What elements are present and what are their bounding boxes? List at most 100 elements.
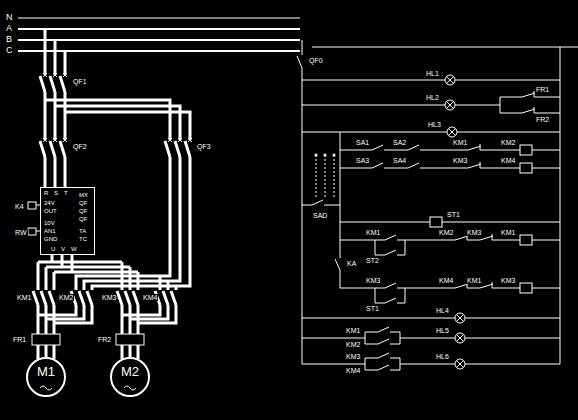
wire [53,138,57,142]
wire [40,76,45,92]
wire [45,267,48,290]
wire [397,240,455,241]
component-label: KM1 [500,229,516,236]
wire [340,168,372,169]
wire [365,370,378,371]
coil-symbol [520,283,532,293]
wire [60,76,65,92]
wire [302,105,445,106]
selector-dot [324,154,327,157]
wire [457,335,464,342]
inverter-box: RST24VOUT10VAN1GNDMXQFQFQFTATCUVW [40,187,95,255]
wire [447,77,454,84]
terminal-label: QF [79,200,87,206]
wire [53,272,56,290]
component-label: N [5,13,14,22]
wire [522,109,535,113]
wire [130,305,168,319]
wire [43,73,47,77]
wire [64,92,67,140]
terminal-label: V [61,246,65,252]
wire [465,338,560,339]
wire [365,358,378,359]
wire [457,315,464,322]
component-label: KA [346,260,357,267]
wire [500,113,522,114]
wire [71,255,74,272]
terminal-label: OUT [44,208,57,214]
wire [372,145,383,150]
component-label: HL3 [427,121,442,128]
wire [302,338,365,339]
wire [171,291,176,305]
component-label: KM3 [452,157,468,164]
selector-position [316,155,317,198]
wire [92,157,190,290]
wire [40,141,45,157]
motor-circle: M2 [110,357,150,397]
wire [53,73,57,77]
wire [532,168,560,169]
wire [44,157,47,187]
wire [408,145,419,150]
wire [385,250,396,255]
wire [41,291,46,305]
component-label: SA1 [355,139,370,146]
motor-name: M2 [121,365,139,378]
wire [63,138,67,142]
wire [125,291,130,305]
wire [384,168,408,169]
wire [457,361,464,368]
wire [467,288,480,289]
wire [188,138,192,142]
selector-dot [333,154,336,157]
wire [467,240,480,241]
component-label: KM2 [438,229,454,236]
wire [390,370,400,371]
wire [33,291,38,305]
lamp-symbol [455,359,465,369]
wire [175,286,178,290]
wire [79,291,84,305]
component-label: KM3 [466,229,482,236]
wire [408,163,419,168]
wire [49,291,54,305]
wire [133,291,138,305]
wire [400,364,455,365]
motor-circle: M1 [26,357,66,397]
component-label: QF2 [72,143,88,150]
component-label: HL6 [435,353,450,360]
terminal-label: T [64,190,68,196]
wire [50,76,55,92]
component-label: ST1 [446,211,461,218]
wire [492,282,493,288]
wire [468,146,481,150]
wire [405,288,406,303]
wire [457,335,464,342]
wire [365,358,366,370]
wire [492,234,493,240]
wire [61,255,64,267]
wire [54,271,138,274]
component-label: K4 [14,203,25,210]
wire [449,129,456,136]
terminal-label: 10V [44,220,55,226]
wire [63,73,67,77]
terminal-label: QF [79,208,87,214]
lamp-symbol [447,127,457,137]
wire [185,141,190,157]
wire [340,150,372,151]
wire [397,303,405,304]
thermal-relay-symbol [32,334,60,345]
component-label: KM4 [438,277,454,284]
wire [390,332,400,333]
wire [532,150,560,151]
component-label: ST2 [365,257,380,264]
terminal-label: QF [79,216,87,222]
component-label: KM3 [101,294,117,301]
component-label: KM1 [452,139,468,146]
component-label: KM2 [345,341,361,348]
wire [420,168,468,169]
wire [372,163,383,168]
